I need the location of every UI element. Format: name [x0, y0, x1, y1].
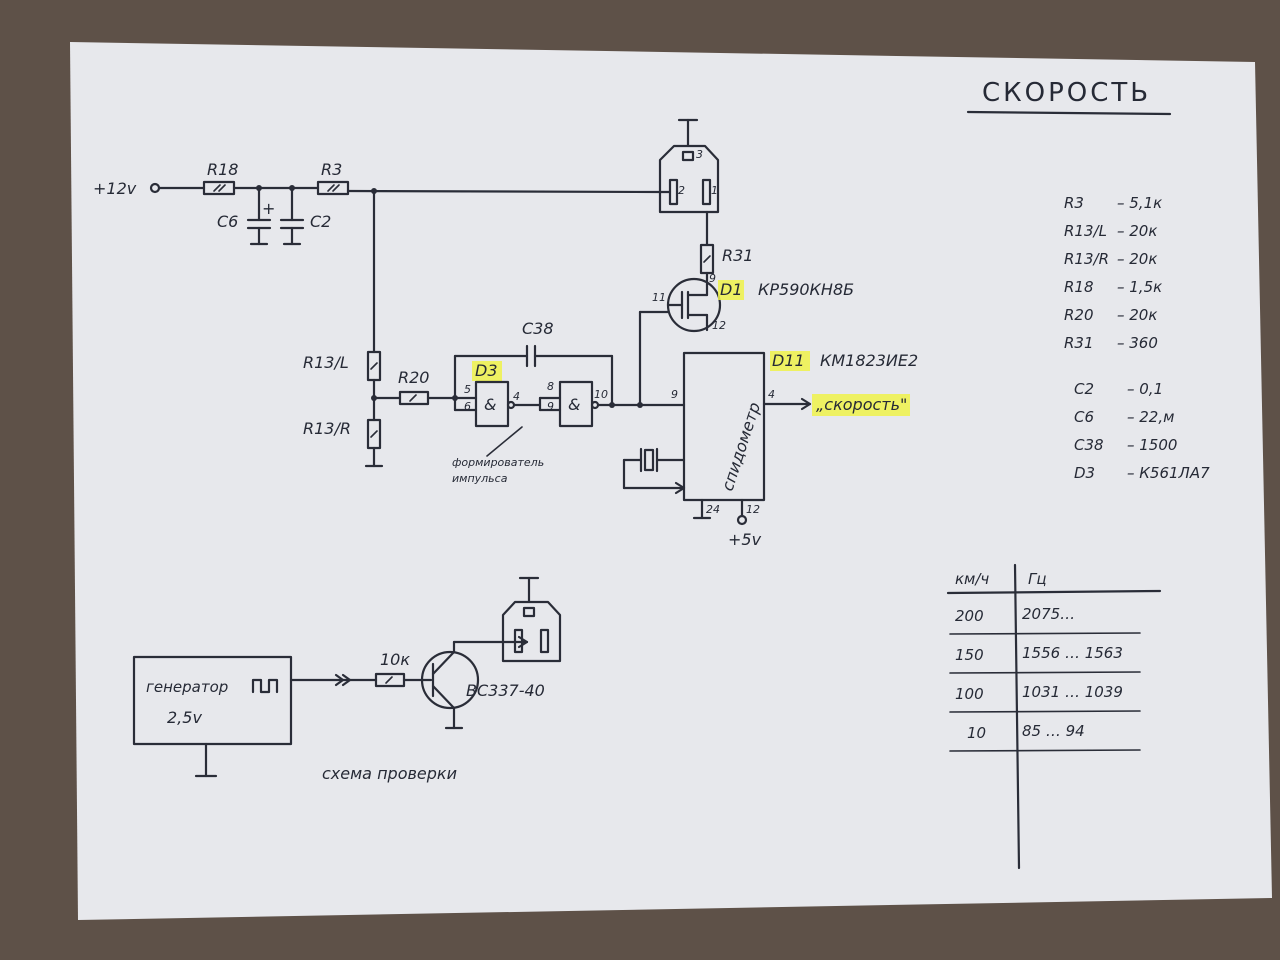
d1-pin-11: 11: [652, 291, 666, 304]
table-cell-kmh: 150: [955, 646, 984, 664]
component-ref: C6: [1074, 408, 1094, 426]
d3-pin-4: 4: [513, 390, 520, 403]
component-ref: R13/L: [1064, 222, 1107, 240]
plus5-label: +5v: [728, 530, 762, 549]
conn-pin-2: 2: [678, 184, 685, 197]
r3-label: R3: [321, 160, 342, 179]
resistor-r3: [316, 180, 350, 196]
shaper-line1: формирователь: [452, 456, 544, 469]
component-ref: R31: [1064, 334, 1094, 352]
r13r-label: R13/R: [303, 419, 351, 438]
d11-part: КМ1823ИЕ2: [820, 351, 918, 370]
page-title: СКОРОСТЬ: [982, 78, 1151, 108]
signal-arrow-icon: [334, 673, 352, 687]
generator-voltage: 2,5v: [167, 708, 202, 727]
c38-label: C38: [522, 319, 554, 338]
r31-label: R31: [722, 246, 753, 265]
transistor-icon: [420, 650, 480, 710]
shaper-line2: импульса: [452, 472, 508, 485]
title-block: СКОРОСТЬ: [966, 78, 1172, 116]
table-header-kmh: км/ч: [955, 570, 989, 588]
d11-chip: [682, 351, 766, 502]
d3-pin-6: 6: [464, 400, 471, 413]
svg-text:&: &: [568, 395, 580, 414]
table-row-divider: [949, 632, 1141, 635]
frequency-table: км/ч Гц 200 2075… 150 1556 … 1563 100 1031 … …: [946, 563, 1162, 870]
d11-label: D11: [772, 351, 805, 370]
r20-label: R20: [398, 368, 429, 387]
table-cell-kmh: 200: [955, 607, 984, 625]
svg-text:&: &: [484, 395, 496, 414]
d1-switch: 9 11 12: [652, 272, 726, 333]
component-value: – 5,1к: [1117, 194, 1162, 212]
d1-part: КР590КН8Б: [758, 280, 854, 299]
table-header-hz: Гц: [1028, 570, 1047, 588]
c6-label: C6: [217, 212, 238, 231]
crystal-icon: [643, 448, 655, 472]
c6-plus: +: [262, 199, 275, 218]
table-cell-hz: 85 … 94: [1022, 722, 1085, 740]
conn-pin-3: 3: [696, 148, 703, 161]
table-cell-hz: 1031 … 1039: [1022, 683, 1123, 701]
table-row-divider: [949, 671, 1141, 674]
table-row-divider: [949, 749, 1141, 752]
resistor-10k-label: 10к: [380, 650, 410, 669]
supply-label: +12v: [93, 179, 137, 198]
component-ref: C38: [1074, 436, 1104, 454]
component-ref: R18: [1064, 278, 1094, 296]
d11-pin-4: 4: [768, 388, 775, 401]
component-ref: R13/R: [1064, 250, 1109, 268]
d3-pin-9: 9: [547, 400, 554, 413]
component-ref: R20: [1064, 306, 1094, 324]
r13l-label: R13/L: [303, 353, 349, 372]
d3-pin-5: 5: [464, 383, 471, 396]
paper-sheet: [70, 42, 1272, 920]
component-ref: C2: [1074, 380, 1094, 398]
component-value: – 20к: [1117, 250, 1157, 268]
table-cell-kmh: 100: [955, 685, 984, 703]
d11-pin-9: 9: [671, 388, 678, 401]
d1-label: D1: [720, 280, 743, 299]
table-cell-hz: 1556 … 1563: [1022, 644, 1123, 662]
d1-pin-9: 9: [709, 272, 716, 285]
d3-label: D3: [475, 361, 498, 380]
square-wave-icon: [251, 678, 279, 694]
d3-pin-10: 10: [594, 388, 608, 401]
table-cell-kmh: 10: [967, 724, 986, 742]
d3-pin-8: 8: [547, 380, 554, 393]
c2-label: C2: [310, 212, 331, 231]
component-value: – 20к: [1117, 306, 1157, 324]
speed-sensor-connector: 3 2 1: [658, 118, 720, 247]
r18-label: R18: [207, 160, 238, 179]
generator-label: генератор: [146, 678, 228, 696]
component-ref: D3: [1074, 464, 1095, 482]
generator-box: [132, 655, 293, 746]
d11-pin-12: 12: [746, 503, 760, 516]
table-row-divider: [949, 710, 1141, 713]
d11-pin-24: 24: [706, 503, 720, 516]
conn-pin-1: 1: [711, 184, 718, 197]
component-value: – 20к: [1117, 222, 1157, 240]
transistor-label: ВС337-40: [466, 681, 545, 700]
d1-pin-12: 12: [712, 319, 726, 332]
table-cell-hz: 2075…: [1022, 605, 1075, 623]
test-caption: схема проверки: [322, 764, 457, 783]
component-value: – 1,5к: [1117, 278, 1162, 296]
component-ref: R3: [1064, 194, 1084, 212]
output-label: „скорость": [816, 395, 907, 414]
test-circuit: генератор 2,5v 10к ВС337-40 схема провер…: [132, 576, 562, 783]
component-value: – 360: [1117, 334, 1158, 352]
component-value: – 0,1: [1127, 380, 1163, 398]
component-value: – 1500: [1127, 436, 1177, 454]
test-connector: [501, 576, 562, 663]
component-value: – 22,м: [1127, 408, 1174, 426]
freq-rows: 200 2075… 150 1556 … 1563 100 1031 … 1039 10 85…: [949, 605, 1141, 752]
component-value: – К561ЛА7: [1127, 464, 1210, 482]
